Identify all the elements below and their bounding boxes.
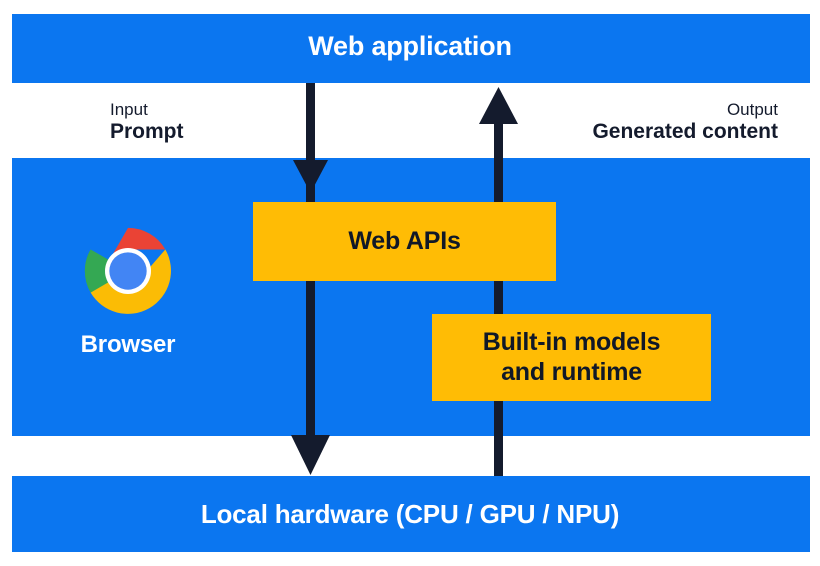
local-hardware-band [12, 476, 810, 552]
builtin-models-box-line1: Built-in models [482, 328, 661, 356]
output-flow-label: Output Generated content [592, 100, 778, 145]
web-apis-box: Web APIs [253, 202, 556, 281]
web-apis-box-label: Web APIs [348, 226, 461, 255]
input-flow-label: Input Prompt [110, 100, 184, 145]
builtin-models-box: Built-in models and runtime [432, 314, 711, 401]
browser-group: Browser [58, 225, 198, 357]
input-flow-kind: Input [110, 100, 148, 119]
builtin-models-box-line2: and runtime [501, 357, 642, 386]
output-flow-kind: Output [726, 100, 778, 119]
builtin-models-box-label: Built-in models and runtime [483, 328, 661, 387]
input-flow-value: Prompt [110, 120, 184, 144]
local-hardware-label: Local hardware (CPU / GPU / NPU) [200, 499, 620, 529]
output-flow-value: Generated content [592, 120, 778, 144]
web-application-label: Web application [308, 31, 512, 61]
chrome-logo-icon [84, 227, 171, 314]
browser-label: Browser [80, 331, 176, 358]
web-application-band [12, 14, 810, 83]
